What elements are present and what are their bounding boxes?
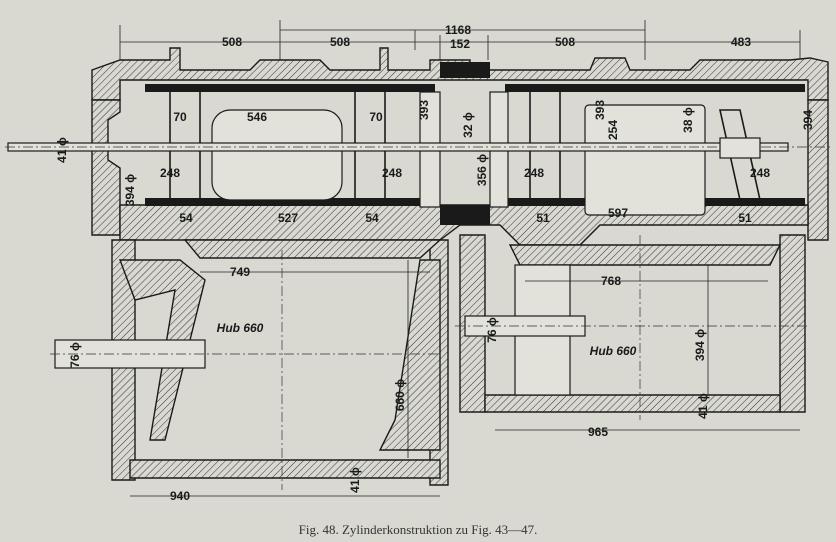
dimension-labels: 508 508 1168 152 508 483 70 546 70 393 3…	[55, 23, 815, 503]
dim-152: 152	[450, 37, 470, 51]
dim-41-dia-rod: 41 ϕ	[55, 137, 69, 163]
dim-254: 254	[606, 120, 620, 140]
dim-54-b: 54	[365, 211, 379, 225]
dim-70-a: 70	[173, 110, 187, 124]
dim-965: 965	[588, 425, 608, 439]
figure-caption: Fig. 48. Zylinderkonstruktion zu Fig. 43…	[298, 522, 538, 537]
dim-508-a: 508	[222, 35, 242, 49]
dim-51-b: 51	[738, 211, 752, 225]
dim-1168: 1168	[445, 23, 471, 37]
dim-393-b: 393	[593, 100, 607, 120]
dim-76-dia-right: 76 ϕ	[485, 317, 499, 343]
dim-483: 483	[731, 35, 751, 49]
dim-32-dia: 32 ϕ	[461, 112, 475, 138]
dim-248-a: 248	[160, 166, 180, 180]
dim-394-dia-right: 394 ϕ	[693, 329, 707, 361]
dim-76-dia-left: 76 ϕ	[68, 342, 82, 368]
dim-70-b: 70	[369, 110, 383, 124]
dim-38-dia: 38 ϕ	[681, 107, 695, 133]
dim-393-a: 393	[417, 100, 431, 120]
dim-546: 546	[247, 110, 267, 124]
dim-660-dia: 660 ϕ	[393, 379, 407, 411]
stroke-label-left: Hub 660	[217, 321, 264, 335]
dim-248-b: 248	[382, 166, 402, 180]
dim-248-d: 248	[750, 166, 770, 180]
dim-508-b: 508	[330, 35, 350, 49]
stroke-label-right: Hub 660	[590, 344, 637, 358]
dim-597: 597	[608, 206, 628, 220]
dim-394: 394	[801, 110, 815, 130]
dim-54-a: 54	[179, 211, 193, 225]
dim-768: 768	[601, 274, 621, 288]
dim-749: 749	[230, 265, 250, 279]
dim-41-dia-left: 41 ϕ	[348, 467, 362, 493]
dim-356-dia: 356 ϕ	[475, 154, 489, 186]
dim-248-c: 248	[524, 166, 544, 180]
right-crosshead-frame	[455, 234, 810, 431]
top-dimension-lines	[119, 20, 801, 60]
dim-51-a: 51	[536, 211, 550, 225]
dim-527: 527	[278, 211, 298, 225]
left-crank-frame	[50, 239, 449, 497]
dim-394-dia: 394 ϕ	[123, 174, 137, 206]
dim-508-c: 508	[555, 35, 575, 49]
dim-41-dia-right: 41 ϕ	[696, 393, 710, 419]
upper-cylinder-block	[5, 30, 830, 246]
dim-940: 940	[170, 489, 190, 503]
